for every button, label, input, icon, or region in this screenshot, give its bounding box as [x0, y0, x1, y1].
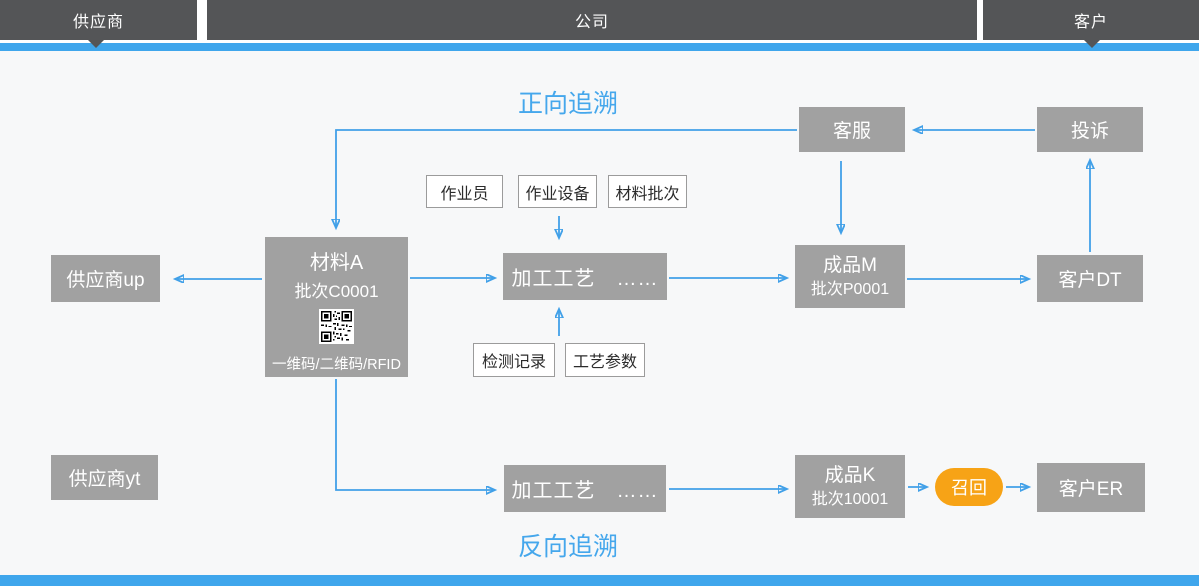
lane-supplier-label: 供应商 [72, 14, 124, 31]
bottom-accent-bar [0, 575, 1199, 586]
node-customer-er: 客户ER [1037, 463, 1145, 512]
qr-code-icon [319, 308, 354, 344]
top-accent-bar [0, 43, 1199, 51]
node-product-m: 成品M 批次P0001 [795, 245, 905, 308]
tag-equipment: 作业设备 [518, 175, 597, 208]
node-material-a: 材料A 批次C0001 一维码/二维码/RFID [265, 237, 408, 377]
lane-supplier-pointer-icon [87, 39, 105, 48]
product-m-title: 成品M [823, 254, 877, 276]
lane-supplier: 供应商 [0, 0, 197, 40]
forward-trace-title: 正向追溯 [517, 90, 618, 118]
lane-company-label: 公司 [574, 14, 609, 31]
tag-material-batch-label: 材料批次 [615, 185, 680, 203]
tag-process-parameter-label: 工艺参数 [572, 354, 637, 371]
supplier-yt-label: 供应商yt [68, 469, 141, 490]
lane-customer: 客户 [983, 0, 1199, 40]
customer-er-label: 客户ER [1058, 479, 1124, 500]
node-customer-service: 客服 [799, 107, 905, 152]
product-k-batch: 批次10001 [811, 490, 889, 508]
recall-badge: 召回 [935, 468, 1003, 506]
material-a-codes: 一维码/二维码/RFID [272, 356, 401, 373]
tag-operator: 作业员 [426, 175, 503, 208]
lane-customer-pointer-icon [1083, 39, 1101, 48]
recall-label: 召回 [951, 478, 987, 498]
tag-inspection-record-label: 检测记录 [481, 354, 546, 371]
complaint-label: 投诉 [1070, 121, 1109, 142]
material-a-batch: 批次C0001 [294, 282, 379, 301]
node-process-1: 加工工艺 …… [503, 253, 667, 300]
tag-material-batch: 材料批次 [608, 175, 687, 208]
lane-company: 公司 [207, 0, 977, 40]
backward-trace-title: 反向追溯 [517, 533, 618, 561]
customer-service-label: 客服 [832, 121, 871, 142]
node-supplier-up: 供应商up [51, 255, 160, 302]
customer-dt-label: 客户DT [1058, 270, 1122, 291]
process-2-label: 加工工艺 …… [511, 480, 659, 502]
tag-equipment-label: 作业设备 [525, 185, 590, 203]
lane-customer-label: 客户 [1073, 14, 1108, 31]
arrow-material-to-process2 [335, 379, 494, 490]
node-product-k: 成品K 批次10001 [795, 455, 905, 518]
material-a-title: 材料A [309, 252, 364, 274]
tag-process-parameter: 工艺参数 [565, 343, 645, 377]
node-process-2: 加工工艺 …… [504, 465, 666, 512]
node-customer-dt: 客户DT [1037, 255, 1143, 302]
process-1-label: 加工工艺 …… [511, 268, 659, 290]
tag-operator-label: 作业员 [440, 185, 489, 203]
tag-inspection-record: 检测记录 [473, 343, 555, 377]
node-complaint: 投诉 [1037, 107, 1143, 152]
product-k-title: 成品K [824, 464, 876, 486]
supplier-up-label: 供应商up [66, 270, 145, 291]
product-m-batch: 批次P0001 [810, 280, 890, 298]
node-supplier-yt: 供应商yt [51, 455, 158, 500]
